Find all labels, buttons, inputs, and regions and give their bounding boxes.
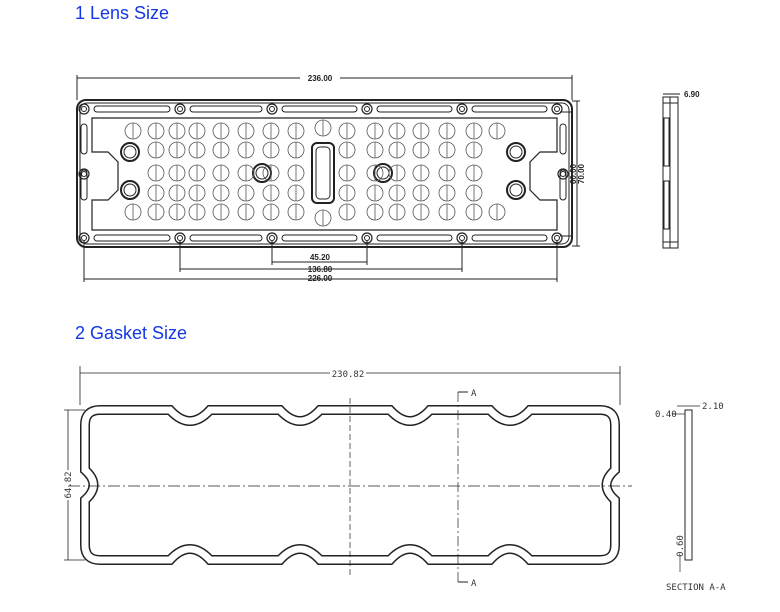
mount-hole-inner (364, 106, 370, 112)
dim-hole-pitch: 45.20 (310, 253, 331, 262)
boss-inner (123, 183, 137, 197)
dim-lip: 0.40 (655, 410, 677, 420)
mount-hole-inner (81, 171, 87, 177)
boss (506, 180, 526, 200)
mount-hole (266, 103, 278, 115)
slot (281, 105, 358, 113)
slot (559, 123, 567, 155)
dim-thickness: 6.90 (684, 90, 700, 99)
slot (189, 105, 263, 113)
dim-height-inner: 60.00 (569, 163, 578, 184)
mount-hole-inner (81, 106, 87, 112)
slot (376, 105, 453, 113)
mount-hole (78, 103, 90, 115)
slot (281, 234, 358, 242)
dim-gasket-length: 230.82 (332, 370, 365, 380)
boss-inner (509, 183, 523, 197)
dim-height-outer: 70.00 (577, 163, 586, 184)
gasket-drawing: 230.82 64.82 A A 2.10 0.40 0.60 SECTION … (62, 366, 726, 593)
dim-hole-span: 136.80 (308, 265, 333, 274)
boss (120, 142, 140, 162)
mount-hole-inner (269, 106, 275, 112)
mount-hole-inner (459, 235, 465, 241)
mount-hole-inner (177, 235, 183, 241)
slot (559, 169, 567, 201)
boss-inner (255, 166, 269, 180)
mount-hole-inner (560, 171, 566, 177)
mount-hole-inner (554, 235, 560, 241)
mount-hole-inner (269, 235, 275, 241)
lens-drawing: 236.00 45.20 136.80 226.00 60.00 70.00 6… (76, 73, 700, 283)
boss-inner (509, 145, 523, 159)
dim-hole-span-outer: 226.00 (308, 274, 333, 283)
slot (376, 234, 453, 242)
boss (506, 142, 526, 162)
boss-inner (123, 145, 137, 159)
mount-hole-inner (177, 106, 183, 112)
mount-hole (78, 168, 90, 180)
mount-hole-inner (554, 106, 560, 112)
slot (93, 105, 171, 113)
mount-hole (551, 103, 563, 115)
mount-hole (557, 168, 569, 180)
slot (80, 123, 88, 155)
dim-overall-length: 236.00 (308, 74, 333, 83)
dim-gasket-height: 64.82 (64, 471, 74, 498)
slot (80, 169, 88, 201)
dim-bottom: 0.60 (676, 535, 686, 557)
mount-hole-inner (364, 235, 370, 241)
mount-hole (174, 103, 186, 115)
mount-hole-inner (459, 106, 465, 112)
section-label: SECTION A-A (666, 583, 726, 593)
gasket-size-title: 2 Gasket Size (75, 323, 188, 343)
dim-section-width: 2.10 (702, 402, 724, 412)
lens-size-title: 1 Lens Size (75, 3, 170, 23)
section-marker-bottom: A (471, 579, 477, 589)
mount-hole (361, 103, 373, 115)
slot (189, 234, 263, 242)
boss (373, 163, 393, 183)
slot (93, 234, 171, 242)
slot (471, 234, 548, 242)
mount-hole (456, 103, 468, 115)
mount-hole-inner (81, 235, 87, 241)
section-marker-top: A (471, 389, 477, 399)
slot (471, 105, 548, 113)
boss (120, 180, 140, 200)
